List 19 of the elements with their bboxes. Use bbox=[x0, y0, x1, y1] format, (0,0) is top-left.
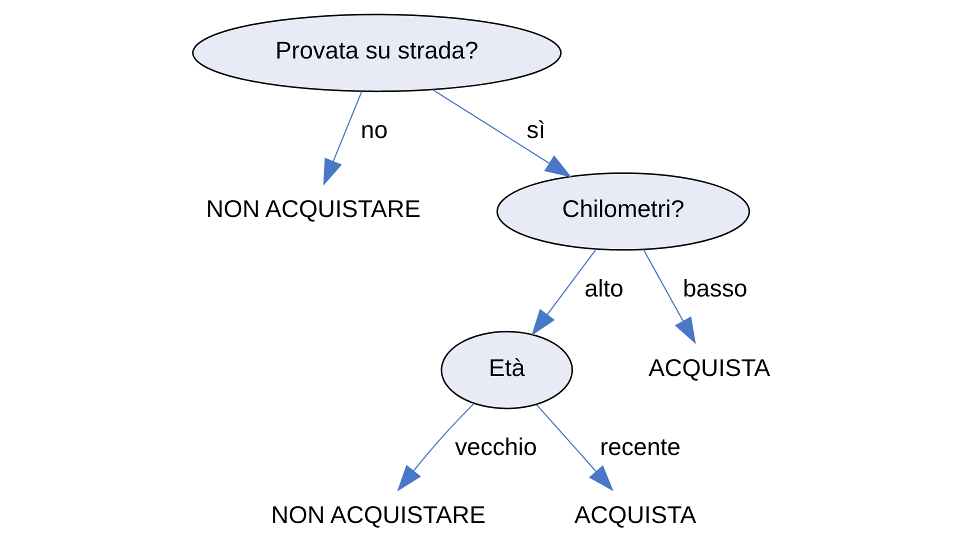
arrow bbox=[396, 403, 474, 492]
node-ellipse: Provata su strada? bbox=[192, 14, 562, 92]
arrow bbox=[432, 89, 572, 178]
edge-label: basso bbox=[682, 276, 747, 303]
arrow bbox=[642, 249, 696, 344]
edge-label: alto bbox=[584, 276, 624, 303]
arrow bbox=[322, 91, 362, 186]
edge-label: vecchio bbox=[454, 434, 536, 462]
node-text: ACQUISTA bbox=[648, 354, 770, 382]
node-text: NON ACQUISTARE bbox=[206, 196, 420, 224]
node-ellipse: Età bbox=[440, 330, 573, 410]
edge-label: sì bbox=[526, 116, 545, 144]
arrow bbox=[536, 404, 614, 492]
arrow bbox=[530, 248, 596, 336]
node-ellipse: Chilometri? bbox=[496, 172, 750, 251]
edge-label: no bbox=[360, 116, 388, 144]
edge-label: recente bbox=[599, 434, 680, 462]
node-text: ACQUISTA bbox=[574, 502, 696, 530]
node-text: NON ACQUISTARE bbox=[270, 502, 486, 530]
